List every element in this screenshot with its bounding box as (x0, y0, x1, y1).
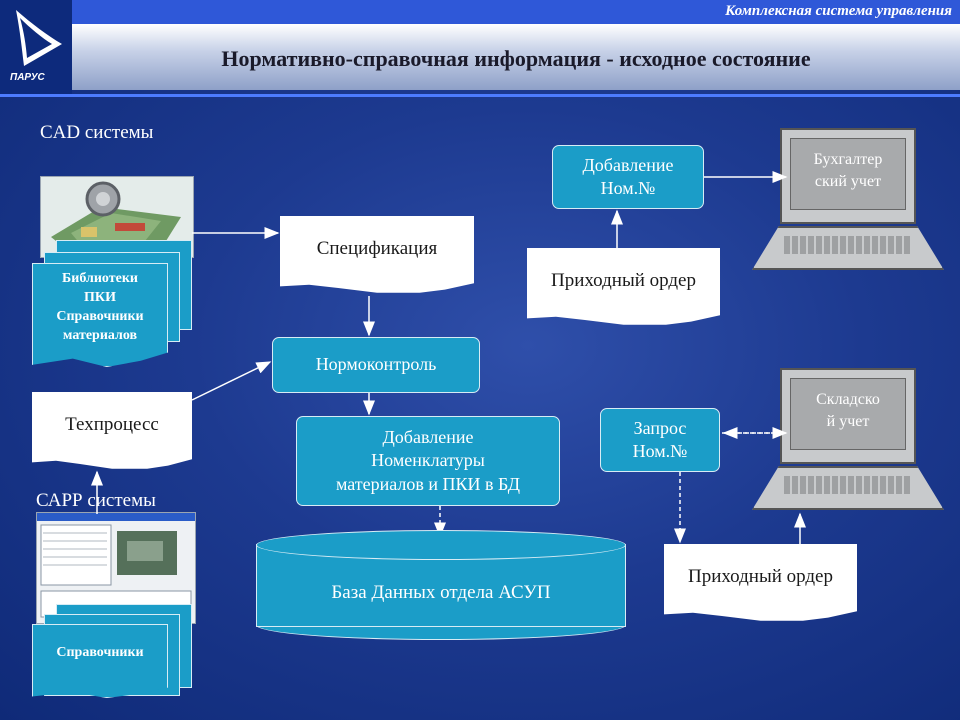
specification-label: Спецификация (316, 238, 438, 259)
cad-stack-line-3: Справочники (56, 308, 144, 324)
warehouse-laptop: Складско й учет (752, 368, 944, 513)
logo-emblem-icon: ПАРУС (10, 10, 62, 83)
accounting-laptop-screen: Бухгалтер ский учет (790, 138, 906, 210)
receipt-order-top-document: Приходный ордер (527, 248, 720, 325)
cad-stack-line-2: ПКИ (84, 289, 116, 305)
warehouse-laptop-screen: Складско й учет (790, 378, 906, 450)
request-nomno-box: Запрос Ном.№ (600, 408, 720, 472)
capp-stack-label: Справочники (56, 645, 144, 660)
warehouse-label-line-2: й учет (826, 413, 870, 431)
receipt-order-top-label: Приходный ордер (551, 270, 696, 291)
svg-text:ПАРУС: ПАРУС (10, 72, 45, 83)
normocontrol-label: Нормоконтроль (315, 354, 437, 375)
header-divider (0, 94, 960, 97)
company-logo: ПАРУС (0, 0, 72, 95)
cad-stack-front: Библиотеки ПКИ Справочники материалов (32, 263, 168, 367)
accounting-laptop-keyboard-icon (752, 226, 944, 270)
request-nomno-line-2: Ном.№ (632, 441, 688, 461)
accounting-label-line-2: ский учет (814, 173, 882, 191)
add-nomno-line-1: Добавление (582, 154, 674, 175)
normocontrol-box: Нормоконтроль (272, 337, 480, 393)
corp-system-label: Комплексная система управления (725, 3, 952, 19)
top-bar: Комплексная система управления (72, 0, 960, 24)
database-cylinder: База Данных отдела АСУП (256, 530, 626, 640)
accounting-laptop-lid: Бухгалтер ский учет (780, 128, 916, 224)
cad-stack-line-1: Библиотеки (62, 271, 138, 286)
database-label: База Данных отдела АСУП (331, 582, 551, 603)
add-nomenclature-line-3: материалов и ПКИ в БД (336, 473, 520, 494)
title-bar: Нормативно-справочная информация - исход… (72, 24, 960, 90)
request-nomno-line-1: Запрос (633, 417, 687, 438)
warehouse-label-line-1: Складско (816, 391, 880, 408)
accounting-label-line-1: Бухгалтер (813, 151, 883, 168)
add-nomno-line-2: Ном.№ (600, 178, 656, 198)
warehouse-laptop-lid: Складско й учет (780, 368, 916, 464)
cad-stack-line-4: материалов (62, 327, 138, 343)
accounting-laptop: Бухгалтер ский учет (752, 128, 944, 273)
techprocess-document: Техпроцесс (32, 392, 192, 469)
capp-systems-label: САРР системы (36, 490, 156, 511)
add-nomenclature-line-2: Номенклатуры (371, 450, 485, 471)
add-nomno-box: Добавление Ном.№ (552, 145, 704, 209)
specification-document: Спецификация (280, 216, 474, 293)
database-cylinder-top (256, 530, 626, 560)
receipt-order-bottom-label: Приходный ордер (688, 566, 833, 587)
arrow-tech-to-normo (191, 361, 272, 401)
techprocess-label: Техпроцесс (65, 414, 159, 435)
receipt-order-bottom-document: Приходный ордер (664, 544, 857, 621)
warehouse-laptop-keyboard-icon (752, 466, 944, 510)
add-nomenclature-box: Добавление Номенклатуры материалов и ПКИ… (296, 416, 560, 506)
capp-stack-front: Справочники (32, 624, 168, 698)
page-title: Нормативно-справочная информация - исход… (221, 46, 811, 71)
cad-systems-label: CAD системы (40, 122, 154, 143)
add-nomenclature-line-1: Добавление (382, 426, 474, 447)
